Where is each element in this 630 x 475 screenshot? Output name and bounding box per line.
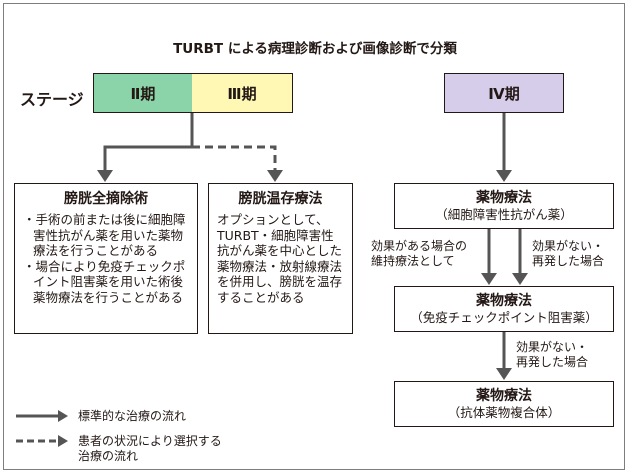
arrowhead-to-preservation — [267, 170, 283, 182]
note-ineffective-1: 効果がない・ 再発した場合 — [532, 239, 604, 269]
note-maintenance-line-2: 維持療法として — [371, 254, 455, 268]
stage-label: ステージ — [20, 90, 84, 109]
preservation-box: 膀胱温存療法 オプションとして、TURBT・細胞障害性抗がん薬を中心とした薬物療… — [208, 183, 353, 334]
drug-therapy-2-box: 薬物療法 （免疫チェックポイント阻害薬） — [394, 286, 614, 332]
arrowhead-to-cystectomy — [97, 170, 113, 182]
arrowhead-ineffective-1 — [512, 273, 528, 285]
stage-3-box: Ⅲ期 — [192, 73, 293, 113]
note-ineffective-2-line-1: 効果がない・ — [516, 340, 589, 354]
arrowhead-ineffective-2 — [496, 368, 512, 380]
cystectomy-bullet-2: ・場合により免疫チェックポイント阻害薬を用いた術後薬物療法を行うことがある — [23, 258, 186, 305]
note-ineffective-1-line-2: 再発した場合 — [532, 254, 605, 268]
drug-therapy-3-subtitle: （抗体薬物複合体） — [447, 405, 561, 420]
drug-therapy-1-box: 薬物療法 （細胞障害性抗がん薬） — [394, 183, 614, 229]
drug-therapy-1-title: 薬物療法 — [476, 190, 532, 206]
note-ineffective-2: 効果がない・ 再発した場合 — [516, 340, 588, 370]
cystectomy-bullets: ・手術の前または後に細胞障害性抗がん薬を用いた薬物療法を行うことがある ・場合に… — [23, 212, 189, 306]
legend-optional-line-2: 治療の流れ — [78, 449, 139, 463]
cystectomy-box: 膀胱全摘除術 ・手術の前または後に細胞障害性抗がん薬を用いた薬物療法を行うことが… — [14, 183, 198, 334]
diagram-frame — [3, 3, 625, 470]
arrowhead-stage4-to-drug1 — [496, 170, 512, 182]
arrowhead-maintenance — [481, 273, 497, 285]
legend-optional-line-1: 患者の状況により選択する — [78, 434, 222, 448]
note-maintenance-line-1: 効果がある場合の — [371, 239, 468, 253]
arrow-to-cystectomy — [103, 113, 194, 172]
note-ineffective-2-line-2: 再発した場合 — [516, 355, 589, 369]
drug-therapy-2-subtitle: （免疫チェックポイント阻害薬） — [410, 310, 598, 325]
drug-therapy-3-title: 薬物療法 — [476, 388, 532, 404]
legend-solid-arrowhead — [58, 410, 68, 422]
legend-dashed-arrowhead — [58, 435, 68, 447]
diagram-title: TURBT による病理診断および画像診断で分類 — [173, 41, 457, 57]
drug-therapy-1-subtitle: （細胞障害性抗がん薬） — [435, 207, 573, 222]
drug-therapy-2-title: 薬物療法 — [476, 293, 532, 309]
stage-4-box: Ⅳ期 — [444, 73, 564, 113]
note-ineffective-1-line-1: 効果がない・ — [532, 239, 605, 253]
cystectomy-title: 膀胱全摘除術 — [64, 191, 148, 207]
legend-standard-label: 標準的な治療の流れ — [78, 409, 187, 423]
note-maintenance: 効果がある場合の 維持療法として — [371, 239, 467, 269]
dashed-arrow-to-preservation — [192, 145, 277, 172]
drug-therapy-3-box: 薬物療法 （抗体薬物複合体） — [394, 381, 614, 427]
preservation-body: オプションとして、TURBT・細胞障害性抗がん薬を中心とした薬物療法・放射線療法… — [217, 212, 343, 305]
legend-optional-label: 患者の状況により選択する 治療の流れ — [78, 434, 222, 464]
preservation-title: 膀胱温存療法 — [238, 191, 323, 207]
cystectomy-bullet-1: ・手術の前または後に細胞障害性抗がん薬を用いた薬物療法を行うことがある — [23, 212, 186, 259]
stage-2-box: Ⅱ期 — [93, 73, 193, 113]
